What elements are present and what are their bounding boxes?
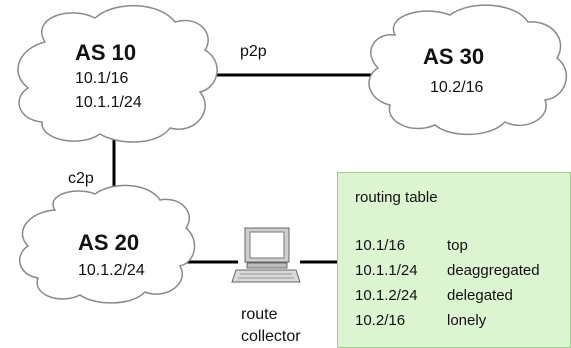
routing-table-row: 10.1.2/24 delegated [355, 287, 513, 304]
as20-prefix-1: 10.1.2/24 [78, 262, 145, 279]
collector-label-line1: route [241, 306, 278, 323]
row-status: top [447, 237, 468, 254]
row-status: delegated [447, 287, 513, 304]
row-prefix: 10.1.2/24 [355, 287, 418, 304]
computer-icon [231, 227, 301, 283]
cloud-as10 [17, 5, 218, 143]
as20-name: AS 20 [78, 230, 140, 255]
row-prefix: 10.1/16 [355, 237, 406, 254]
routing-table-row: 10.1/16 top [355, 237, 468, 254]
as10-prefix-2: 10.1.1/24 [75, 94, 142, 111]
routing-table-box: routing table 10.1/16 top 10.1.1/24 deaggr… [337, 172, 571, 348]
row-status: lonely [447, 312, 487, 329]
edge-label-c2p: c2p [68, 170, 94, 187]
edge-label-p2p: p2p [240, 43, 267, 60]
collector-label-line2: collector [241, 328, 301, 345]
row-prefix: 10.1.1/24 [355, 262, 418, 279]
cloud-as30 [368, 4, 568, 136]
routing-table-row: 10.2/16 lonely [355, 312, 486, 329]
as30-prefix-1: 10.2/16 [430, 79, 484, 96]
cloud-as20 [18, 184, 196, 304]
routing-table-row: 10.1.1/24 deaggregated [355, 262, 540, 279]
as30-name: AS 30 [423, 44, 485, 69]
as10-prefix-1: 10.1/16 [75, 70, 129, 87]
routing-table-title: routing table [355, 189, 438, 206]
row-status: deaggregated [447, 262, 540, 279]
as10-name: AS 10 [75, 40, 137, 65]
row-prefix: 10.2/16 [355, 312, 406, 329]
